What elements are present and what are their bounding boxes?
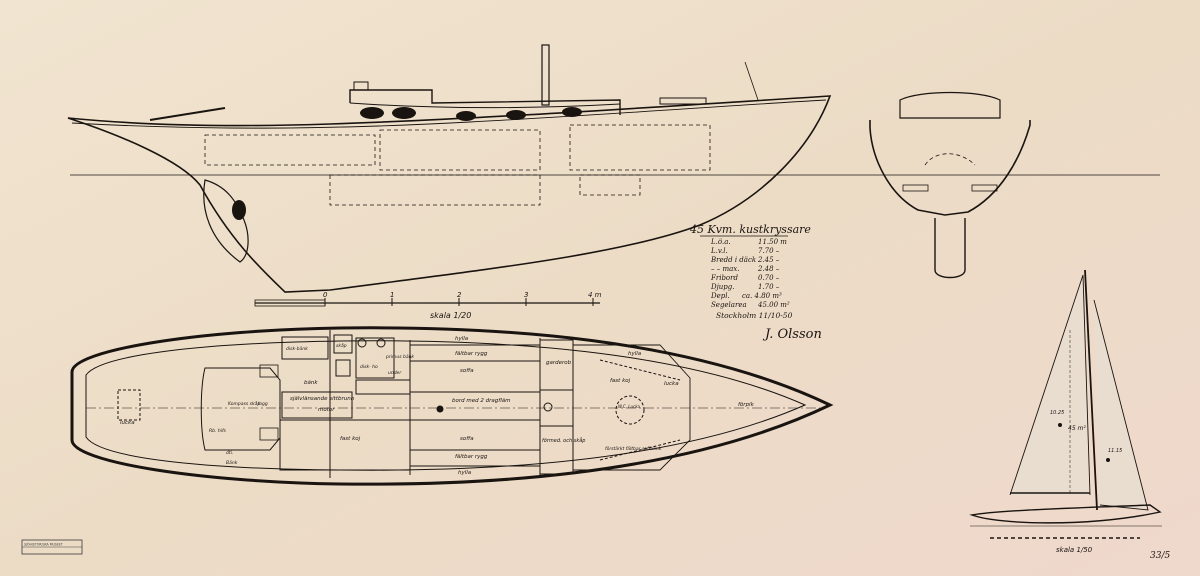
designer-signature: J. Olsson [762, 327, 822, 342]
accommodation-plan [70, 326, 834, 486]
sail-scale-label: skala 1/50 [1056, 546, 1093, 554]
scale-tick-1: 1 [390, 291, 394, 299]
label-faltbar-rygg-top: fältbar rygg [455, 351, 488, 357]
label-lucka-aft: lucka [120, 420, 135, 426]
spec-label-1: L.v.l. [710, 247, 728, 255]
corner-mark: 33/5 [1150, 551, 1170, 561]
sail-height-label-0: 10.25 [1050, 410, 1064, 416]
label-wc: W.C. Lucka [618, 404, 641, 409]
label-forpik: förpik [738, 402, 755, 408]
scale-tick-0: 0 [323, 291, 328, 299]
sail-area-label: 45 m² [1068, 425, 1086, 432]
label-hylla-fore: hylla [628, 351, 642, 357]
label-dust: Rb. hifs [209, 428, 227, 434]
spec-value-0: 11.50 m [758, 238, 787, 246]
spec-value-7: 45.00 m² [757, 301, 790, 309]
label-logg: logg [258, 401, 268, 407]
spec-label-7: Segelarea [711, 301, 747, 309]
label-fast-koj-aft: fast koj [340, 436, 361, 442]
label-hangare: förmed. och skåp [542, 437, 585, 444]
spec-value-6: ca. 4.80 m³ [742, 292, 782, 300]
design-title: 45 Kvm. kustkryssare [689, 223, 811, 236]
spec-label-4: Fribord [710, 274, 738, 282]
label-garderob: garderob [546, 360, 572, 366]
archive-stamp: SJÖHISTORISKA MUSEET [21, 539, 83, 555]
profile-scale-bar: 0 1 2 3 4 m skala 1/20 [254, 291, 602, 320]
label-under: under [388, 370, 402, 376]
spec-value-4: 0.70 – [758, 274, 780, 282]
label-primus: primus bänk [385, 354, 414, 360]
sail-height-label-1: 11.15 [1108, 448, 1122, 454]
spec-value-3: 2.48 – [757, 265, 780, 273]
label-hylla-bottom: hylla [458, 470, 472, 476]
plan-labels: hylla fältbar rygg soffa garderob fast k… [120, 336, 755, 476]
spec-label-5: Djupg. [710, 283, 734, 291]
label-forstarkt-skott: förstärkt fältbar soffbänk [605, 446, 662, 452]
scale-tick-3: 3 [524, 291, 528, 299]
label-bankr: Bänk [226, 460, 238, 466]
spec-label-3: – – max. [711, 265, 739, 273]
spec-value-1: 7.70 – [758, 247, 780, 255]
scale-tick-2: 2 [457, 291, 462, 299]
label-motor: motor [318, 407, 335, 413]
label-fast-koj-fore: fast koj [610, 378, 631, 384]
label-lucka: lucka [664, 381, 679, 387]
title-block: 45 Kvm. kustkryssare L.ö.a. 11.50 m L.v.… [689, 223, 822, 342]
stamp-text: SJÖHISTORISKA MUSEET [24, 542, 63, 547]
place-date: Stockholm 11/10-50 [716, 311, 793, 320]
label-diskho: disk- ho [360, 364, 378, 370]
label-soffa-bottom: soffa [460, 436, 474, 442]
spec-label-6: Depl. [710, 292, 730, 300]
profile-scale-label: skala 1/20 [430, 311, 471, 320]
label-sjalvlansande-sittbrunn: självlänsande sittbrunn [290, 396, 355, 402]
spec-value-5: 1.70 – [758, 283, 780, 291]
hull-profile [67, 44, 1160, 293]
label-bord: bord med 2 dragfläm [452, 398, 510, 404]
label-disk: disk-bänk [286, 346, 308, 352]
label-kompass: Kompass skåp [228, 400, 260, 407]
label-stol: dti. [226, 450, 233, 456]
spec-label-0: L.ö.a. [710, 238, 731, 246]
label-bank: bänk [304, 380, 318, 386]
spec-value-2: 2.45 – [757, 256, 780, 264]
label-skap: skåp [336, 342, 347, 349]
scale-tick-4: 4 m [588, 291, 602, 299]
hull-section [869, 91, 1031, 279]
spec-label-2: Bredd i däck [710, 256, 756, 264]
label-soffa-top: soffa [460, 368, 474, 374]
label-hylla-top: hylla [455, 336, 469, 342]
sail-scale-bar: skala 1/50 [990, 537, 1140, 554]
label-faltbar-rygg-bottom: fältbar rygg [455, 454, 488, 460]
sail-plan [969, 269, 1162, 527]
